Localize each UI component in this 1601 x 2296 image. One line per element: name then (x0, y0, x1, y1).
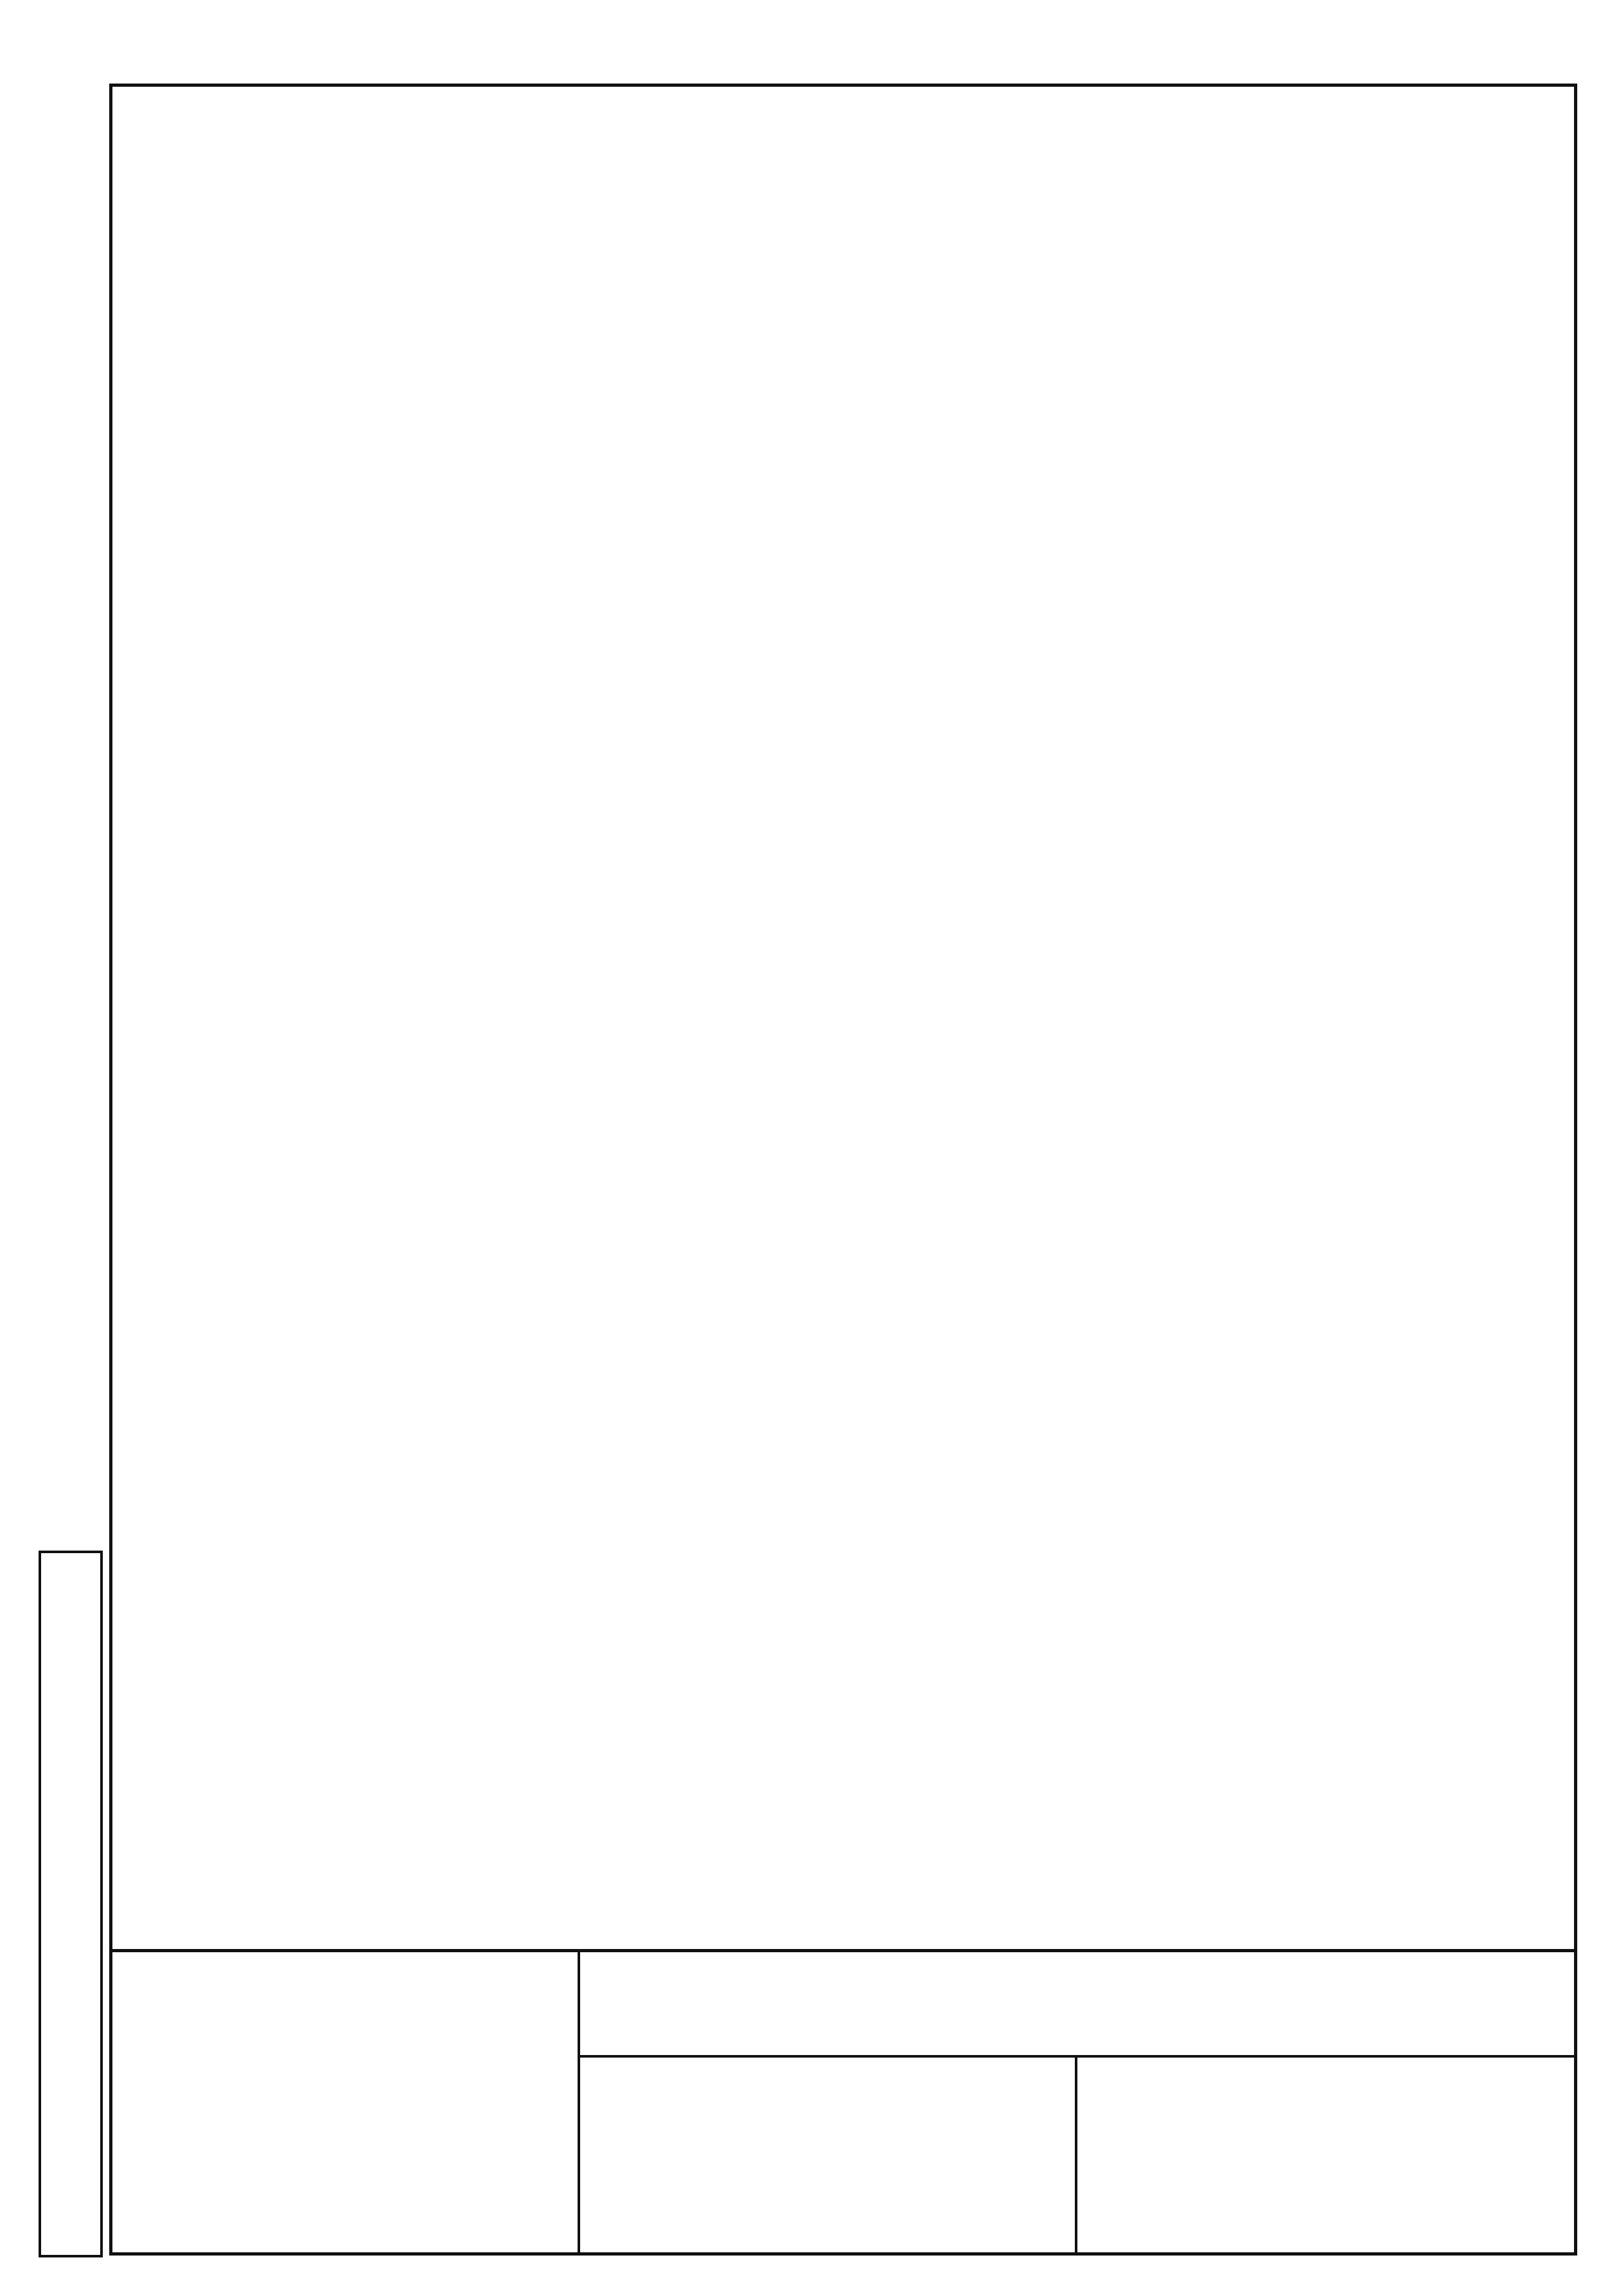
document-code (580, 1952, 1574, 2058)
title-block (112, 1949, 1574, 2252)
margin-stamp (39, 1551, 103, 2257)
drawing-area (112, 87, 1574, 1646)
technical-drawing (112, 87, 1574, 1646)
signature-table (112, 1952, 580, 2252)
node-name (580, 2057, 1077, 2252)
organization-name (1077, 2058, 1575, 2252)
designation-lower (580, 2057, 1575, 2252)
drawing-frame (109, 84, 1577, 2256)
designation-area (580, 1952, 1574, 2252)
